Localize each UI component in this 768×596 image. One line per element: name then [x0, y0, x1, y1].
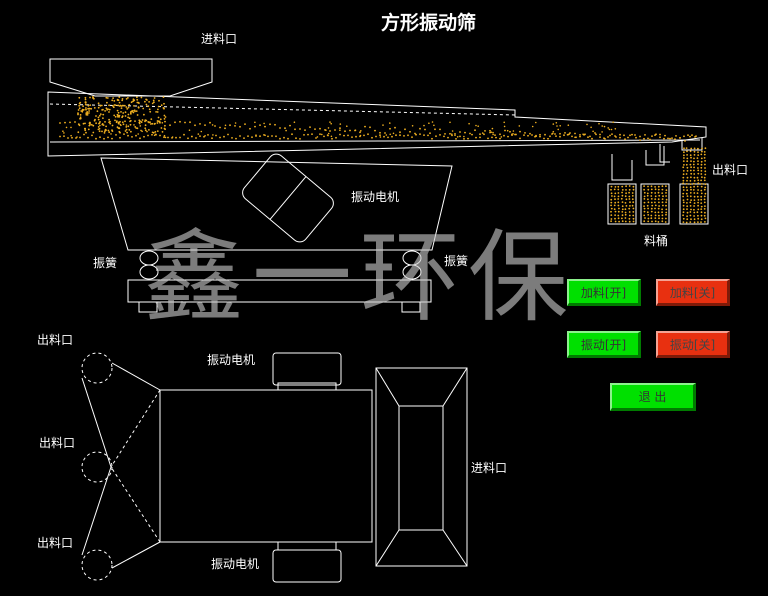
plan-hopper-inner [398, 405, 444, 531]
label-motor-side: 振动电机 [351, 190, 400, 204]
feed-hopper [49, 58, 213, 97]
exit-button[interactable]: 退 出 [610, 383, 696, 411]
side-motor-drawing [242, 153, 334, 243]
screen-deck [47, 91, 707, 157]
machine-base [127, 279, 432, 303]
label-discharge-2: 出料口 [39, 436, 76, 450]
collection-bin-2 [640, 183, 670, 225]
machine-frame [100, 157, 453, 251]
vibrate-on-button[interactable]: 振动[开] [567, 331, 641, 358]
label-motor-top: 振动电机 [207, 353, 256, 367]
label-spring-right: 振簧 [444, 254, 469, 268]
label-feed-inlet-top: 进料口 [201, 32, 238, 46]
label-discharge-right: 出料口 [712, 163, 749, 177]
material-particles [59, 96, 707, 224]
page-title: 方形振动筛 [381, 12, 477, 34]
label-discharge-1: 出料口 [37, 333, 74, 347]
label-discharge-3: 出料口 [37, 536, 74, 550]
watermark: 鑫一环保 [144, 219, 576, 336]
plan-motor-bottom [272, 549, 342, 583]
vibrate-off-button[interactable]: 振动[关] [656, 331, 730, 358]
label-spring-left: 振簧 [93, 256, 118, 270]
feed-off-button[interactable]: 加料[关] [656, 279, 730, 306]
plan-body [159, 389, 373, 543]
label-feed-inlet-plan: 进料口 [471, 461, 508, 475]
feed-on-button[interactable]: 加料[开] [567, 279, 641, 306]
collection-bin-1 [607, 183, 637, 225]
label-motor-bottom: 振动电机 [211, 557, 260, 571]
plan-hopper-outer [375, 367, 468, 567]
plan-motor-top [272, 352, 342, 386]
label-bins: 料桶 [644, 234, 669, 248]
